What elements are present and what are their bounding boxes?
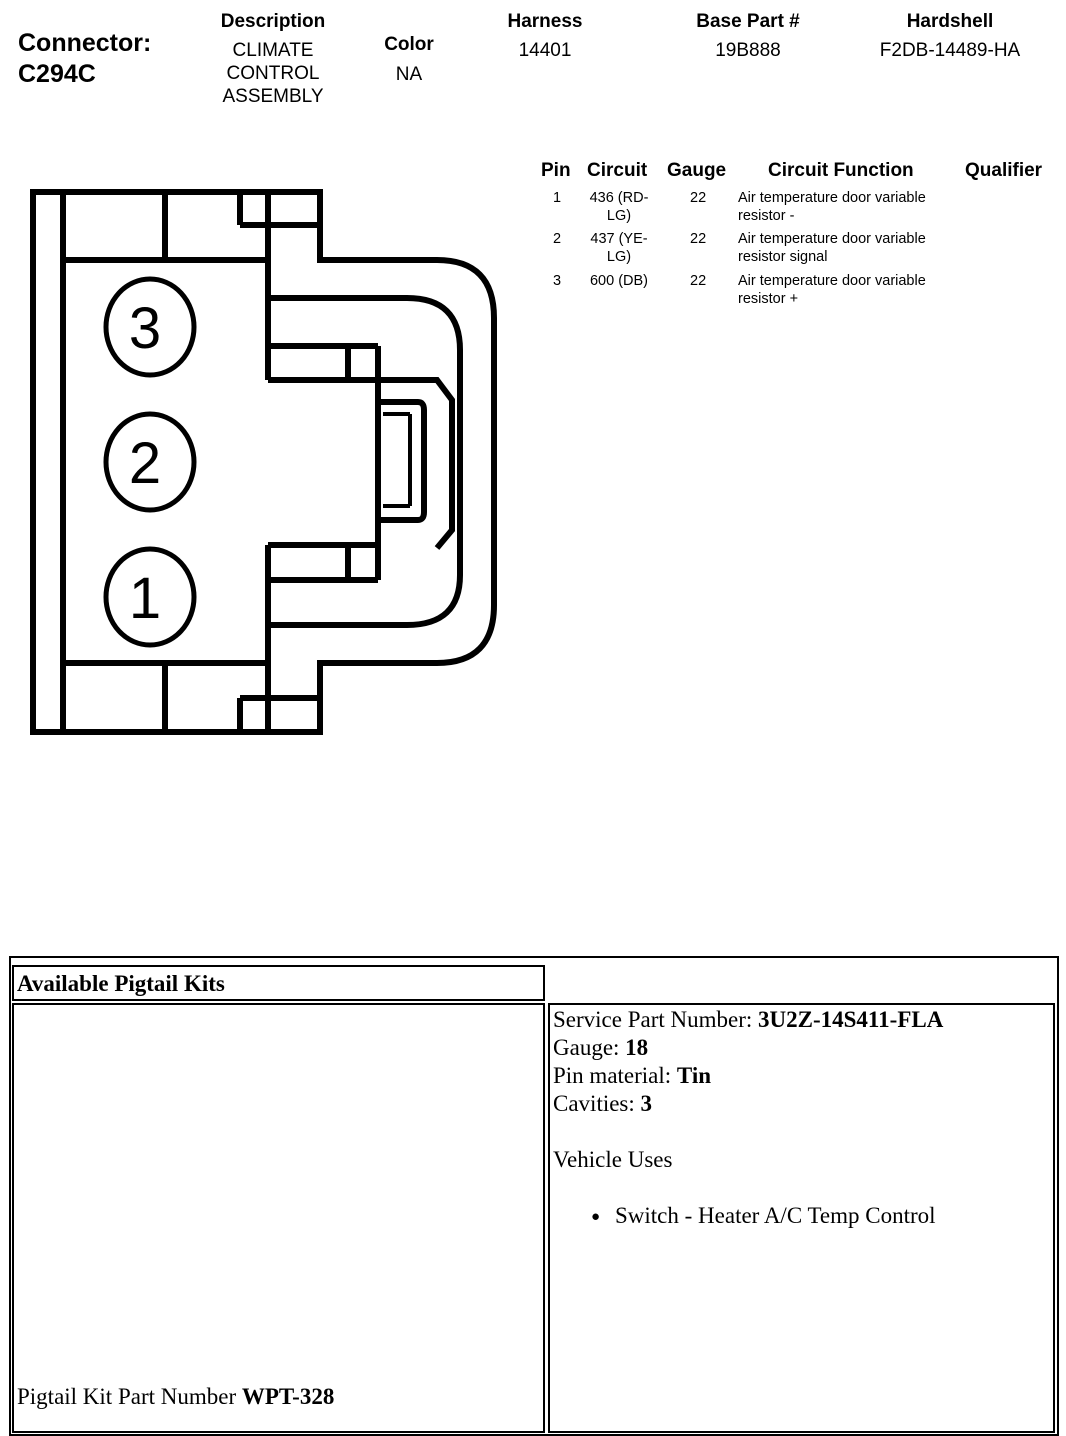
harness-column: Harness 14401 [485,11,605,62]
function-cell: Air temperature door variable resistor - [738,190,958,225]
pin-cell: 3 [553,273,562,289]
description-line: CLIMATE [232,40,314,61]
connector-label: Connector: [18,29,152,57]
cavities-line: Cavities: 3 [553,1090,1048,1118]
color-value: NA [395,64,423,85]
function-cell: Air temperature door variable resistor s… [738,231,958,266]
cavities-value: 3 [640,1091,653,1116]
circuit-function-header: Circuit Function [768,160,914,181]
service-part-number: Service Part Number: 3U2Z-14S411-FLA [553,1006,1048,1034]
cavity-1 [103,546,197,648]
description-value: CLIMATE CONTROL ASSEMBLY [193,39,353,108]
circuit-line: 600 (DB) [589,273,649,289]
harness-label: Harness [507,11,583,32]
gauge-header: Gauge [667,160,727,181]
function-line: resistor - [738,207,795,224]
pin-material-label: Pin material: [553,1063,677,1088]
description-line: ASSEMBLY [222,86,324,107]
pigtail-heading-cell: Available Pigtail Kits [12,965,545,1001]
cavity-circles: 3 2 1 [103,276,197,648]
pin-cell: 2 [553,231,562,247]
color-label: Color [384,34,434,55]
pin-material-value: Tin [676,1063,712,1088]
gauge-cell: 22 [690,231,707,247]
base-part-label: Base Part # [696,11,800,32]
function-cell: Air temperature door variable resistor + [738,273,958,308]
gauge-label: Gauge: [553,1035,626,1060]
vehicle-uses-label: Vehicle Uses [553,1147,673,1172]
circuit-line: 436 (RD- [589,190,649,206]
vehicle-uses-list: Switch - Heater A/C Temp Control [553,1202,1048,1232]
cavity-label: 3 [129,296,161,361]
gauge-value: 18 [625,1035,649,1060]
description-line: CONTROL [226,63,320,84]
pigtail-details-cell: Service Part Number: 3U2Z-14S411-FLA Gau… [548,1003,1055,1433]
pin-material-line: Pin material: Tin [553,1062,1048,1090]
service-part-value: 3U2Z-14S411-FLA [758,1007,944,1032]
connector-face-diagram: 3 2 1 [30,189,497,735]
base-part-value: 19B888 [715,40,781,61]
description-column: Description CLIMATE CONTROL ASSEMBLY [193,11,353,108]
connector-id: C294C [18,60,96,88]
service-part-label: Service Part Number: [553,1007,759,1032]
circuit-cell: 437 (YE- LG) [583,231,655,266]
cavity-label: 2 [129,431,161,496]
function-line: resistor signal [738,248,828,265]
kit-part-value: WPT-328 [241,1384,335,1409]
connector-title: Connector: C294C [18,28,151,90]
function-line: Air temperature door variable [738,273,926,289]
gauge-cell: 22 [690,273,707,289]
function-line: Air temperature door variable [738,231,926,247]
pin-header: Pin [541,160,571,181]
circuit-header: Circuit [587,160,648,181]
cavity-2 [103,411,197,513]
hardshell-value: F2DB-14489-HA [879,40,1021,61]
circuit-line: 437 (YE- [590,231,648,247]
cavities-label: Cavities: [553,1091,641,1116]
pin-cell: 1 [553,190,562,206]
circuit-line: LG) [606,207,632,224]
function-line: Air temperature door variable [738,190,926,206]
gauge-line: Gauge: 18 [553,1034,1048,1062]
connector-outline [30,189,497,735]
cavity-label: 1 [129,566,161,631]
circuit-cell: 436 (RD- LG) [583,190,655,225]
color-column: Color NA [359,34,459,86]
kit-part-label: Pigtail Kit Part Number [17,1384,242,1409]
gauge-cell: 22 [690,190,707,206]
pigtail-image-cell: Pigtail Kit Part Number WPT-328 [12,1003,545,1433]
qualifier-header: Qualifier [965,160,1043,181]
pigtail-details: Service Part Number: 3U2Z-14S411-FLA Gau… [553,1006,1048,1232]
list-item: Switch - Heater A/C Temp Control [553,1202,1048,1232]
base-part-column: Base Part # 19B888 [668,11,828,62]
harness-value: 14401 [518,40,572,61]
circuit-cell: 600 (DB) [583,273,655,291]
cavity-3 [103,276,197,378]
hardshell-label: Hardshell [906,11,994,32]
pigtail-kit-part-number: Pigtail Kit Part Number WPT-328 [17,1383,334,1411]
hardshell-column: Hardshell F2DB-14489-HA [860,11,1040,62]
pigtail-heading: Available Pigtail Kits [17,971,225,996]
function-line: resistor + [738,290,799,307]
description-label: Description [220,11,326,32]
circuit-line: LG) [606,248,632,265]
